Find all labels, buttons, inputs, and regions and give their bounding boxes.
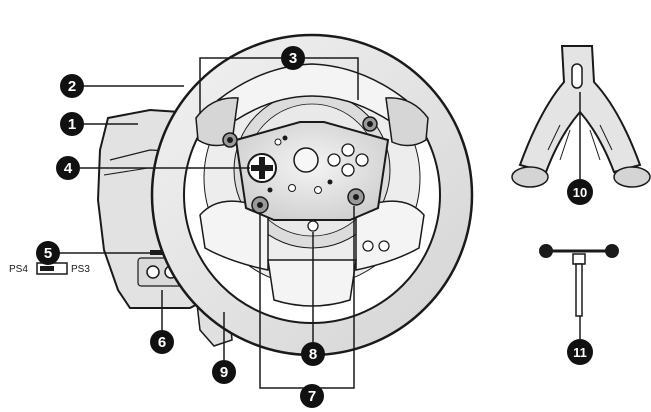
mode-switch-slider — [40, 266, 54, 271]
callout-6: 6 — [150, 330, 174, 354]
svg-text:5: 5 — [44, 245, 52, 262]
callout-4: 4 — [56, 156, 80, 180]
callout-badges: 1 2 3 4 5 6 7 8 — [36, 46, 593, 408]
svg-text:2: 2 — [68, 78, 76, 95]
mounting-clamp — [539, 244, 619, 317]
svg-text:11: 11 — [573, 345, 587, 360]
svg-text:1: 1 — [68, 116, 76, 133]
callout-7: 7 — [300, 384, 324, 408]
callout-9: 9 — [212, 360, 236, 384]
center-button — [307, 220, 319, 232]
led-indicator — [150, 250, 164, 255]
svg-text:9: 9 — [220, 364, 228, 381]
callout-3: 3 — [281, 46, 305, 70]
pedal-foot-right — [613, 166, 651, 188]
callout-10: 10 — [567, 179, 593, 205]
center-hub — [293, 147, 319, 173]
callout-8: 8 — [301, 342, 325, 366]
pedal-bracket — [511, 45, 651, 188]
small-hub-buttons — [267, 135, 333, 194]
svg-text:4: 4 — [64, 160, 73, 177]
lower-left-spoke — [199, 200, 269, 271]
pedal-foot-left — [511, 166, 549, 188]
paddle-right — [385, 97, 429, 147]
mode-switch-left-label: PS4 — [9, 264, 28, 275]
svg-text:10: 10 — [573, 185, 587, 200]
callout-5: 5 — [36, 241, 60, 265]
bottom-spoke — [267, 259, 357, 307]
face-buttons — [327, 143, 369, 177]
callout-2: 2 — [60, 74, 84, 98]
pedal-connector-left — [146, 265, 160, 279]
mode-switch-right-label: PS3 — [71, 264, 90, 275]
callout-1: 1 — [60, 112, 84, 136]
svg-text:3: 3 — [289, 50, 297, 67]
svg-text:6: 6 — [158, 334, 166, 351]
steering-wheel — [150, 33, 474, 357]
svg-text:7: 7 — [308, 388, 316, 405]
callout-11: 11 — [567, 339, 593, 365]
svg-text:8: 8 — [309, 346, 317, 363]
lower-right-spoke — [355, 200, 425, 271]
